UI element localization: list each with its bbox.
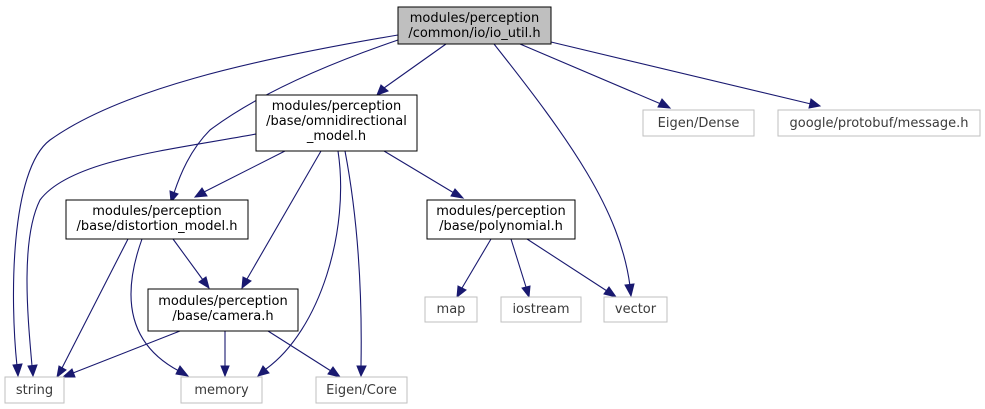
- node-polynomial[interactable]: modules/perception /base/polynomial.h: [426, 199, 576, 240]
- node-io-util-line-1: modules/perception: [410, 11, 539, 26]
- edge-io-util-to-protobuf-message: [550, 41, 822, 109]
- node-camera-line-1: modules/perception: [158, 294, 287, 309]
- node-eigen-dense-label: Eigen/Dense: [658, 116, 740, 131]
- node-vector[interactable]: vector: [603, 296, 668, 323]
- edge-distortion-model-to-camera: [172, 238, 210, 290]
- node-eigen-dense[interactable]: Eigen/Dense: [642, 109, 755, 137]
- node-io-util-line-2: /common/io/io_util.h: [408, 26, 540, 41]
- node-iostream[interactable]: iostream: [500, 296, 582, 323]
- node-omnidirectional-model[interactable]: modules/perception /base/omnidirectional…: [255, 94, 418, 152]
- node-memory[interactable]: memory: [180, 376, 263, 404]
- edge-omnidirectional-model-to-eigen-core: [344, 150, 367, 378]
- edge-omnidirectional-model-to-string: [26, 133, 257, 378]
- node-omnidirectional-model-line-1: modules/perception: [272, 99, 401, 114]
- edge-io-util-to-string: [12, 34, 399, 378]
- node-iostream-label: iostream: [512, 302, 569, 317]
- node-distortion-model[interactable]: modules/perception /base/distortion_mode…: [65, 199, 249, 240]
- node-omnidirectional-model-line-3: _model.h: [306, 129, 366, 144]
- node-protobuf-message-label: google/protobuf/message.h: [790, 116, 969, 131]
- edge-polynomial-to-vector: [526, 238, 618, 298]
- edge-io-util-to-vector: [493, 43, 635, 298]
- node-camera[interactable]: modules/perception /base/camera.h: [147, 288, 299, 332]
- edge-polynomial-to-map: [456, 238, 492, 299]
- node-eigen-core-label: Eigen/Core: [326, 383, 397, 398]
- node-distortion-model-line-2: /base/distortion_model.h: [76, 219, 237, 234]
- edge-camera-to-string: [61, 330, 181, 378]
- node-map[interactable]: map: [424, 296, 478, 323]
- node-io-util[interactable]: modules/perception /common/io/io_util.h: [397, 6, 552, 45]
- node-polynomial-line-2: /base/polynomial.h: [439, 219, 563, 234]
- node-omnidirectional-model-line-2: /base/omnidirectional: [266, 114, 407, 129]
- node-polynomial-line-1: modules/perception: [436, 204, 565, 219]
- edge-io-util-to-eigen-dense: [519, 43, 672, 109]
- edge-camera-to-memory: [220, 331, 230, 378]
- edge-omnidirectional-model-to-distortion-model: [193, 150, 286, 198]
- edge-omnidirectional-model-to-camera: [241, 150, 322, 290]
- node-string-label: string: [16, 383, 53, 398]
- node-distortion-model-line-1: modules/perception: [92, 204, 221, 219]
- edge-distortion-model-to-memory: [130, 238, 190, 377]
- node-eigen-core[interactable]: Eigen/Core: [315, 376, 408, 404]
- edge-polynomial-to-iostream: [510, 238, 531, 299]
- edge-omnidirectional-model-to-memory: [257, 150, 342, 377]
- nodes: modules/perception /common/io/io_util.h …: [4, 6, 981, 404]
- edge-distortion-model-to-string: [56, 238, 129, 379]
- node-string[interactable]: string: [4, 376, 65, 404]
- edges: [12, 34, 822, 379]
- node-protobuf-message[interactable]: google/protobuf/message.h: [777, 109, 981, 137]
- edge-io-util-to-omnidirectional-model: [376, 43, 447, 96]
- node-camera-line-2: /base/camera.h: [172, 309, 273, 324]
- node-vector-label: vector: [615, 302, 657, 317]
- node-memory-label: memory: [194, 383, 249, 398]
- edge-io-util-to-distortion-model: [169, 39, 399, 204]
- edge-omnidirectional-model-to-polynomial: [383, 150, 465, 199]
- node-map-label: map: [437, 302, 466, 317]
- edge-camera-to-eigen-core: [267, 330, 342, 378]
